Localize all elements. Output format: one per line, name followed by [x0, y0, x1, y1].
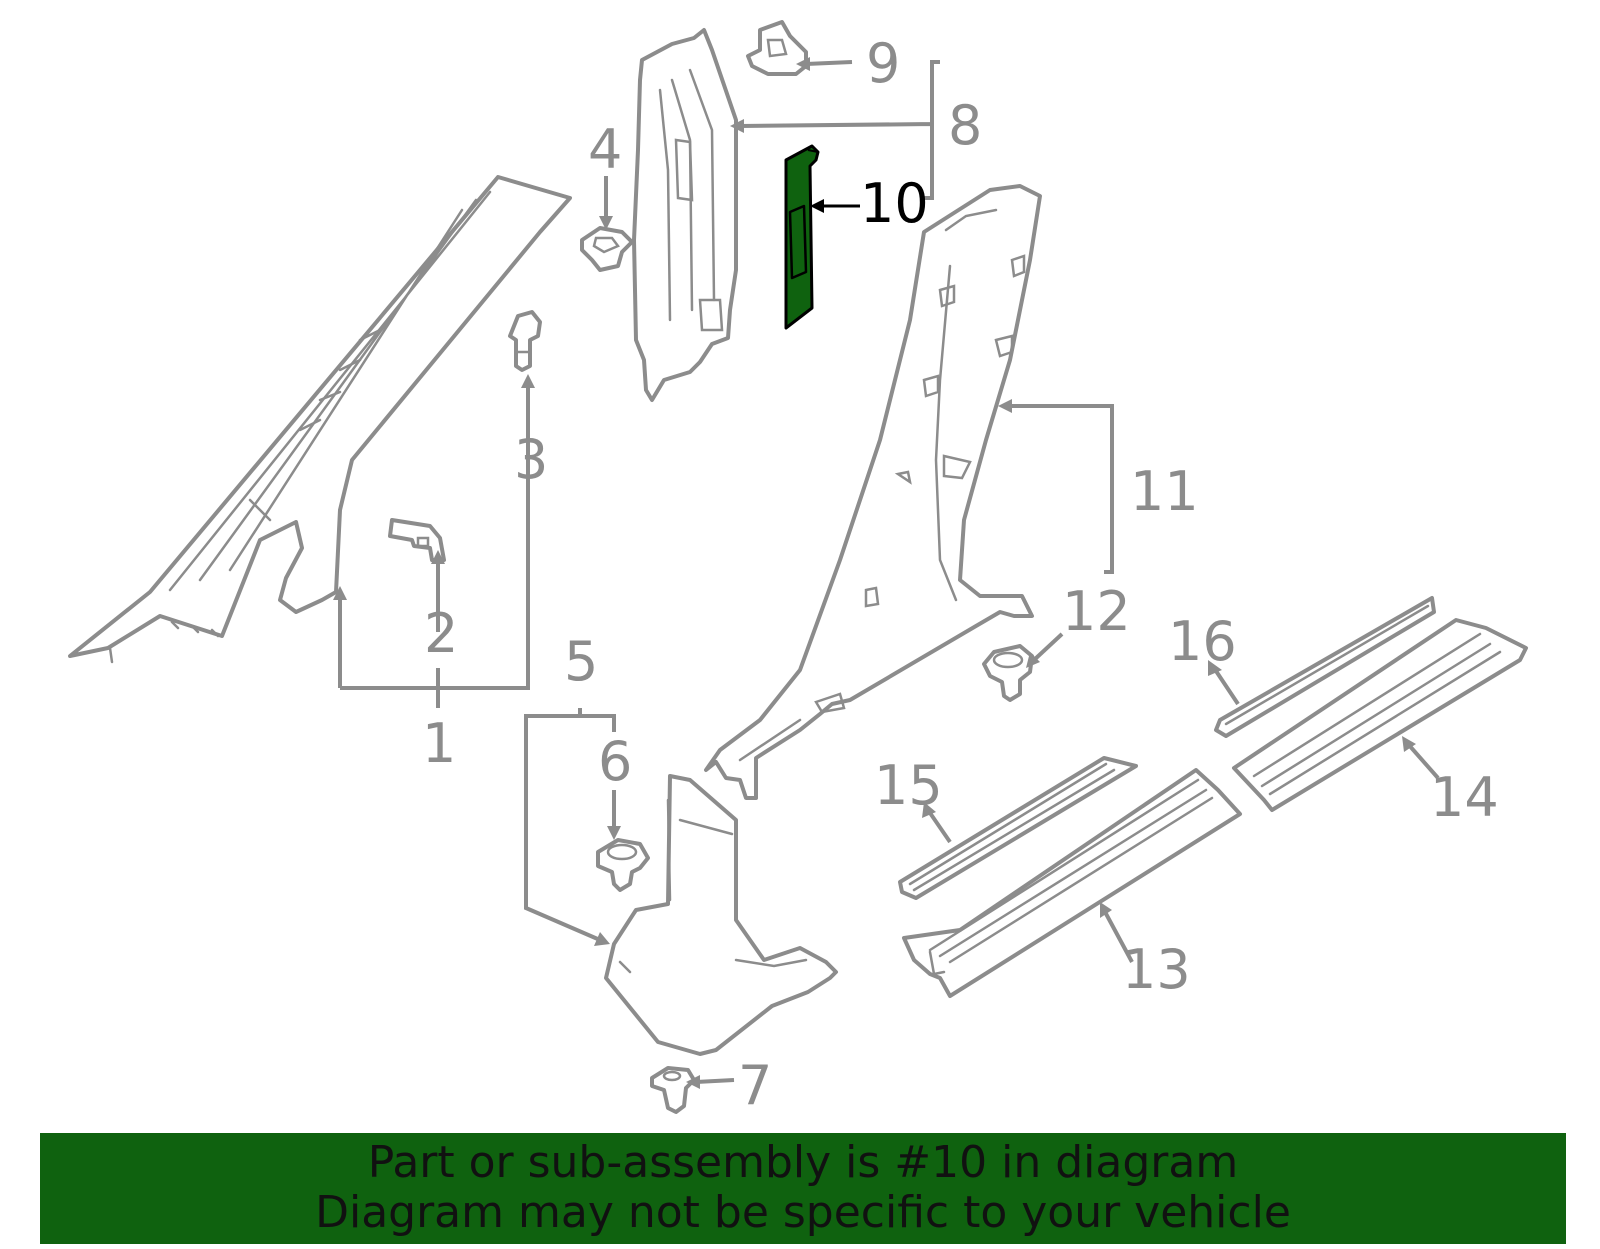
- part-6-clip: [596, 838, 650, 892]
- banner-line-disclaimer: Diagram may not be specific to your vehi…: [315, 1187, 1291, 1238]
- callout-6: 6: [598, 730, 632, 793]
- callout-5: 5: [564, 630, 598, 693]
- part-12-clip: [982, 644, 1034, 702]
- callout-15: 15: [874, 754, 943, 817]
- part-10-highlighted-trim-strip: [784, 144, 820, 330]
- part-1-a-pillar-trim: [68, 175, 572, 664]
- callout-8: 8: [948, 94, 982, 157]
- part-16-rear-sill-strip: [1214, 596, 1436, 738]
- part-4-retainer: [580, 226, 634, 272]
- part-11-b-pillar-lower-trim: [704, 184, 1042, 800]
- callout-9: 9: [866, 32, 900, 95]
- callout-1: 1: [422, 712, 456, 775]
- callout-12: 12: [1062, 580, 1131, 643]
- part-7-fastener: [650, 1066, 696, 1114]
- callout-7: 7: [738, 1054, 772, 1117]
- callout-4: 4: [588, 118, 622, 181]
- part-2-clip: [388, 518, 446, 562]
- part-3-push-pin: [508, 310, 542, 372]
- part-9-upper-clip: [746, 20, 808, 76]
- part-8-b-pillar-upper-trim: [632, 28, 738, 402]
- callout-11: 11: [1130, 460, 1199, 523]
- part-5-kick-panel: [604, 774, 838, 1056]
- callout-16: 16: [1168, 610, 1237, 673]
- info-banner: Part or sub-assembly is #10 in diagram D…: [40, 1133, 1566, 1244]
- callout-2: 2: [424, 602, 458, 665]
- callout-13: 13: [1122, 938, 1191, 1001]
- callout-3: 3: [514, 428, 548, 491]
- part-14-rear-sill-plate: [1232, 618, 1528, 812]
- part-13-front-sill-plate: [902, 768, 1242, 998]
- banner-line-part-number: Part or sub-assembly is #10 in diagram: [367, 1137, 1239, 1188]
- leader-lines: [333, 57, 1440, 1089]
- callout-labels: 1 2 3 4 5 6 7 8 9 10 11 12 13 14 15 16: [422, 32, 1499, 1117]
- callout-10: 10: [860, 172, 929, 235]
- callout-14: 14: [1430, 766, 1499, 829]
- part-15-front-sill-strip: [898, 756, 1138, 900]
